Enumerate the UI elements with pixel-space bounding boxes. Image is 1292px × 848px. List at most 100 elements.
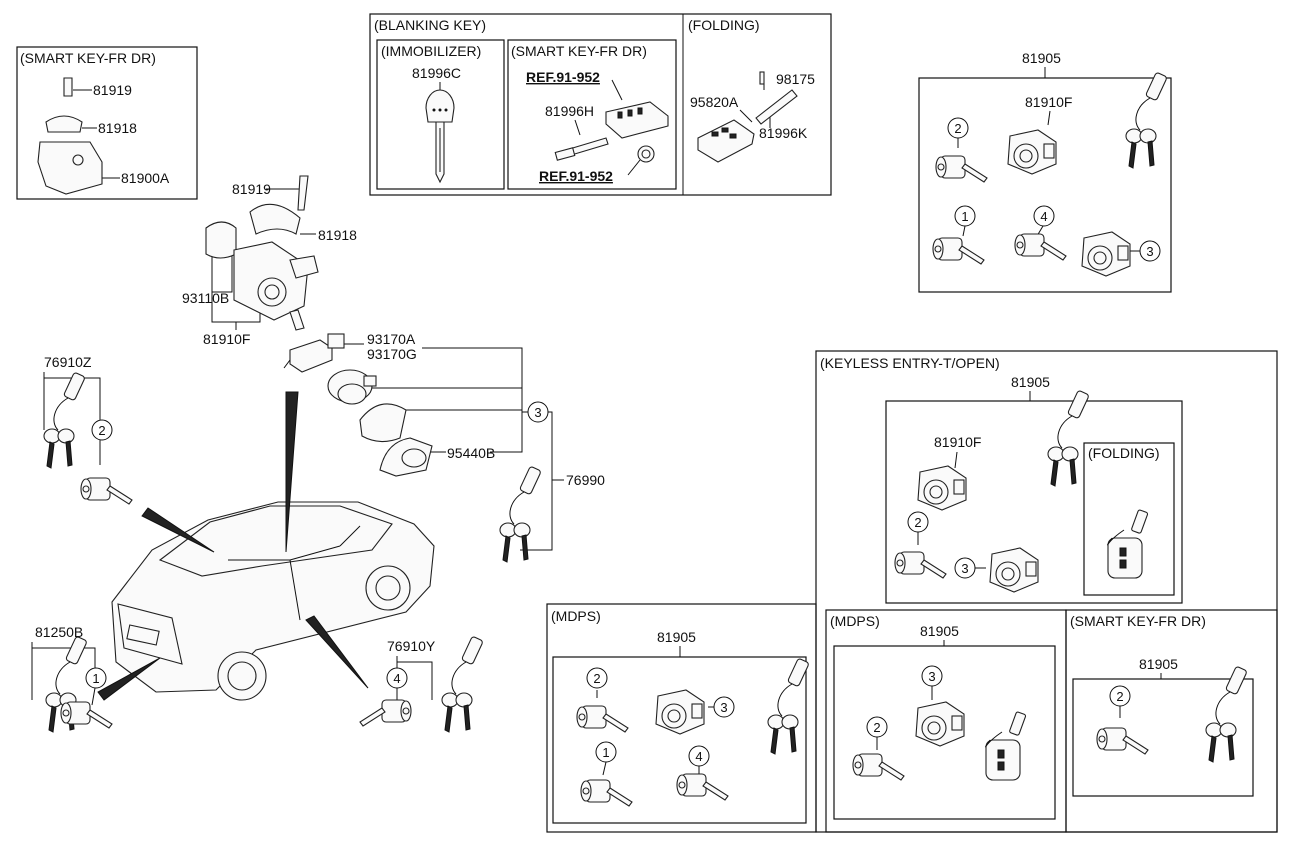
frame-blanking-key <box>369 13 832 196</box>
svg-text:4: 4 <box>695 749 702 764</box>
callout-1-top: 1 <box>954 205 976 227</box>
label-81250B: 81250B <box>35 624 83 640</box>
immobilizer-key-icon <box>425 89 455 184</box>
svg-text:2: 2 <box>1116 689 1123 704</box>
frame-folding-keyless <box>1083 442 1175 596</box>
leader-lines <box>31 67 1162 776</box>
title-immobilizer: (IMMOBILIZER) <box>381 43 481 59</box>
svg-text:4: 4 <box>393 671 400 686</box>
title-keyless-entry: (KEYLESS ENTRY-T/OPEN) <box>820 355 1000 371</box>
folding-key-icon <box>697 71 798 163</box>
section-titles: (SMART KEY-FR DR) (BLANKING KEY) (IMMOBI… <box>20 17 1206 629</box>
label-ref-91-952-b: REF.91-952 <box>539 168 613 184</box>
key-fob-icon <box>499 465 542 563</box>
key-fob-icon <box>1205 665 1248 763</box>
pointer-arrows <box>97 391 369 701</box>
label-81905-b: 81905 <box>1011 374 1050 390</box>
label-93170G: 93170G <box>367 346 417 362</box>
label-81996H: 81996H <box>545 103 594 119</box>
lock-cylinder-icon <box>576 705 629 733</box>
callout-1-81250B: 1 <box>85 667 107 689</box>
callout-2-mdps-left: 2 <box>586 667 608 689</box>
svg-text:3: 3 <box>928 669 935 684</box>
label-81905-e: 81905 <box>1139 656 1178 672</box>
lock-cylinder-icon <box>327 369 377 405</box>
frame-keyless-inner <box>885 400 1183 604</box>
label-76910Z: 76910Z <box>44 354 92 370</box>
title-folding-top: (FOLDING) <box>688 17 760 33</box>
lock-cylinder-icon <box>1096 727 1149 755</box>
ignition-switch-icon <box>205 175 319 331</box>
label-81996K: 81996K <box>759 125 808 141</box>
svg-text:3: 3 <box>534 405 541 420</box>
label-81919-a: 81919 <box>93 82 132 98</box>
callout-2-smart-bottom: 2 <box>1109 685 1131 707</box>
ignition-switch-icon <box>1007 129 1057 175</box>
key-fob-icon <box>1125 71 1168 169</box>
callout-3-mdps-right: 3 <box>921 665 943 687</box>
label-81905-a: 81905 <box>1022 50 1061 66</box>
label-95820A: 95820A <box>690 94 739 110</box>
svg-text:4: 4 <box>1040 209 1047 224</box>
svg-text:1: 1 <box>602 745 609 760</box>
title-smart-key-blank: (SMART KEY-FR DR) <box>511 43 647 59</box>
cover-icon <box>359 403 433 477</box>
title-smart-key-bottom: (SMART KEY-FR DR) <box>1070 613 1206 629</box>
lock-cylinder-icon <box>1014 233 1067 261</box>
label-81919-b: 81919 <box>232 181 271 197</box>
key-fob-icon <box>767 657 810 755</box>
title-mdps-right: (MDPS) <box>830 613 880 629</box>
label-ref-91-952-a: REF.91-952 <box>526 69 600 85</box>
lock-cylinder-icon <box>894 551 947 579</box>
svg-text:2: 2 <box>98 423 105 438</box>
callout-2-mdps-right: 2 <box>866 716 888 738</box>
lock-cylinder-icon <box>676 773 729 801</box>
callout-4-mdps-left: 4 <box>688 745 710 767</box>
label-93170A: 93170A <box>367 331 416 347</box>
sensor-icon <box>283 333 345 373</box>
key-fob-icon <box>1047 389 1090 487</box>
label-81905-d: 81905 <box>920 623 959 639</box>
lock-cylinder-icon <box>580 779 633 807</box>
frame-mdps-left <box>546 603 817 833</box>
label-81910F-a: 81910F <box>1025 94 1072 110</box>
frame-immobilizer <box>376 39 505 190</box>
label-81918-b: 81918 <box>318 227 357 243</box>
smart-key-assembly-icon <box>37 77 103 195</box>
smart-key-icon <box>554 101 669 163</box>
lock-cylinder-icon <box>80 477 133 505</box>
label-81910F-b: 81910F <box>203 331 250 347</box>
frame-keyless-entry <box>815 350 1278 833</box>
frame-smart-key-top <box>16 46 198 200</box>
label-81910F-c: 81910F <box>934 434 981 450</box>
lock-cylinder-icon <box>359 699 412 727</box>
ignition-switch-icon <box>915 701 965 747</box>
callout-4-top: 4 <box>1033 205 1055 227</box>
ignition-switch-icon <box>655 689 705 735</box>
ignition-switch-icon <box>917 465 967 511</box>
lock-cylinder-icon <box>932 237 985 265</box>
car-icon <box>111 501 435 701</box>
label-81905-c: 81905 <box>657 629 696 645</box>
label-81918-a: 81918 <box>98 120 137 136</box>
lock-cylinder-icon <box>60 701 113 729</box>
lock-cylinder-icon <box>935 155 988 183</box>
svg-text:1: 1 <box>92 671 99 686</box>
label-98175: 98175 <box>776 71 815 87</box>
lock-cylinder-icon <box>852 753 905 781</box>
title-smart-key-top: (SMART KEY-FR DR) <box>20 50 156 66</box>
svg-text:2: 2 <box>873 720 880 735</box>
title-folding-keyless: (FOLDING) <box>1088 445 1160 461</box>
section-frames <box>16 13 1278 833</box>
label-76910Y: 76910Y <box>387 638 436 654</box>
callout-2-top: 2 <box>947 117 969 139</box>
frame-smart-key-bottom-inner <box>1072 678 1254 797</box>
callout-circles: 2 1 4 3 3 2 1 4 2 3 2 3 1 4 3 2 2 <box>85 117 1161 767</box>
callout-3-center: 3 <box>527 401 549 423</box>
svg-text:1: 1 <box>961 209 968 224</box>
svg-text:3: 3 <box>720 700 727 715</box>
title-blanking-key: (BLANKING KEY) <box>374 17 486 33</box>
ignition-switch-icon <box>1081 231 1131 277</box>
